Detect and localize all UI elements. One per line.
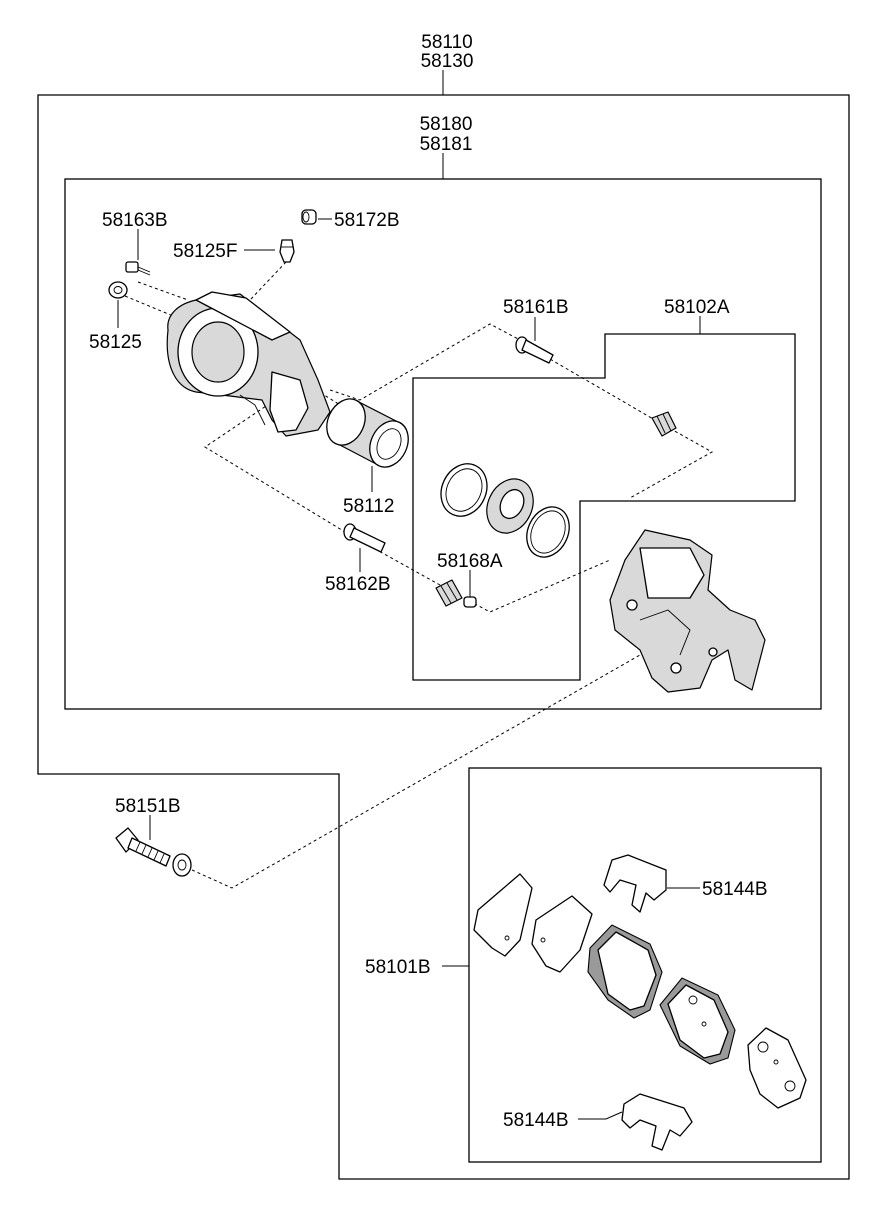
brake-pad-inner [587,924,663,1019]
label-58101B: 58101B [365,957,431,978]
caliper-body [166,291,331,437]
mounting-washer [172,853,192,877]
guide-boot-58168A [435,579,477,608]
caliper-bracket [609,529,766,693]
label-58144B-top: 58144B [702,879,768,900]
label-58181: 58181 [420,134,473,155]
dash-washer-to-caliper [124,295,179,319]
pad-kit-frame [468,767,822,1163]
label-58162B: 58162B [325,574,391,595]
cap-58172B [301,209,317,225]
label-58125: 58125 [89,332,142,353]
dash-mount-bolt [191,654,641,889]
seal-kit-frame [412,333,796,681]
label-58144B-bottom: 58144B [503,1110,569,1131]
pad-shim-right [747,1027,807,1109]
dust-boot [486,478,534,534]
label-58151B: 58151B [115,796,181,817]
anti-rattle-clip-upper [603,854,667,913]
dash-bleeder [249,261,287,301]
label-58130: 58130 [421,51,474,72]
brake-pad-outer [659,977,736,1065]
label-58125F: 58125F [173,241,237,262]
guide-pin-58162B [343,523,386,553]
label-58161B: 58161B [503,297,569,318]
guide-pin-58161B [515,336,554,364]
anti-rattle-clip-lower [621,1093,693,1151]
bolt-58163B [125,261,151,276]
label-58110: 58110 [421,32,472,53]
pad-shim-middle [531,895,593,973]
dash-bolt-to-caliper [137,281,189,301]
guide-boot-upper [651,411,677,437]
label-58180: 58180 [420,114,473,135]
piston-58112 [326,398,409,468]
outer-assembly-frame [37,94,850,1180]
seal-ring-2 [526,506,570,558]
label-58112: 58112 [343,496,394,517]
pad-shim-left [473,873,533,957]
label-58172B: 58172B [334,210,400,231]
leader-58144B-bottom [578,1111,623,1120]
label-58168A: 58168A [437,551,503,572]
washer-58125 [108,281,128,299]
seal-ring-1 [440,463,488,517]
mounting-bolt-58151B [115,827,171,867]
label-58163B: 58163B [102,210,168,231]
bleeder-58125F [279,239,295,263]
label-58102A: 58102A [664,297,730,318]
